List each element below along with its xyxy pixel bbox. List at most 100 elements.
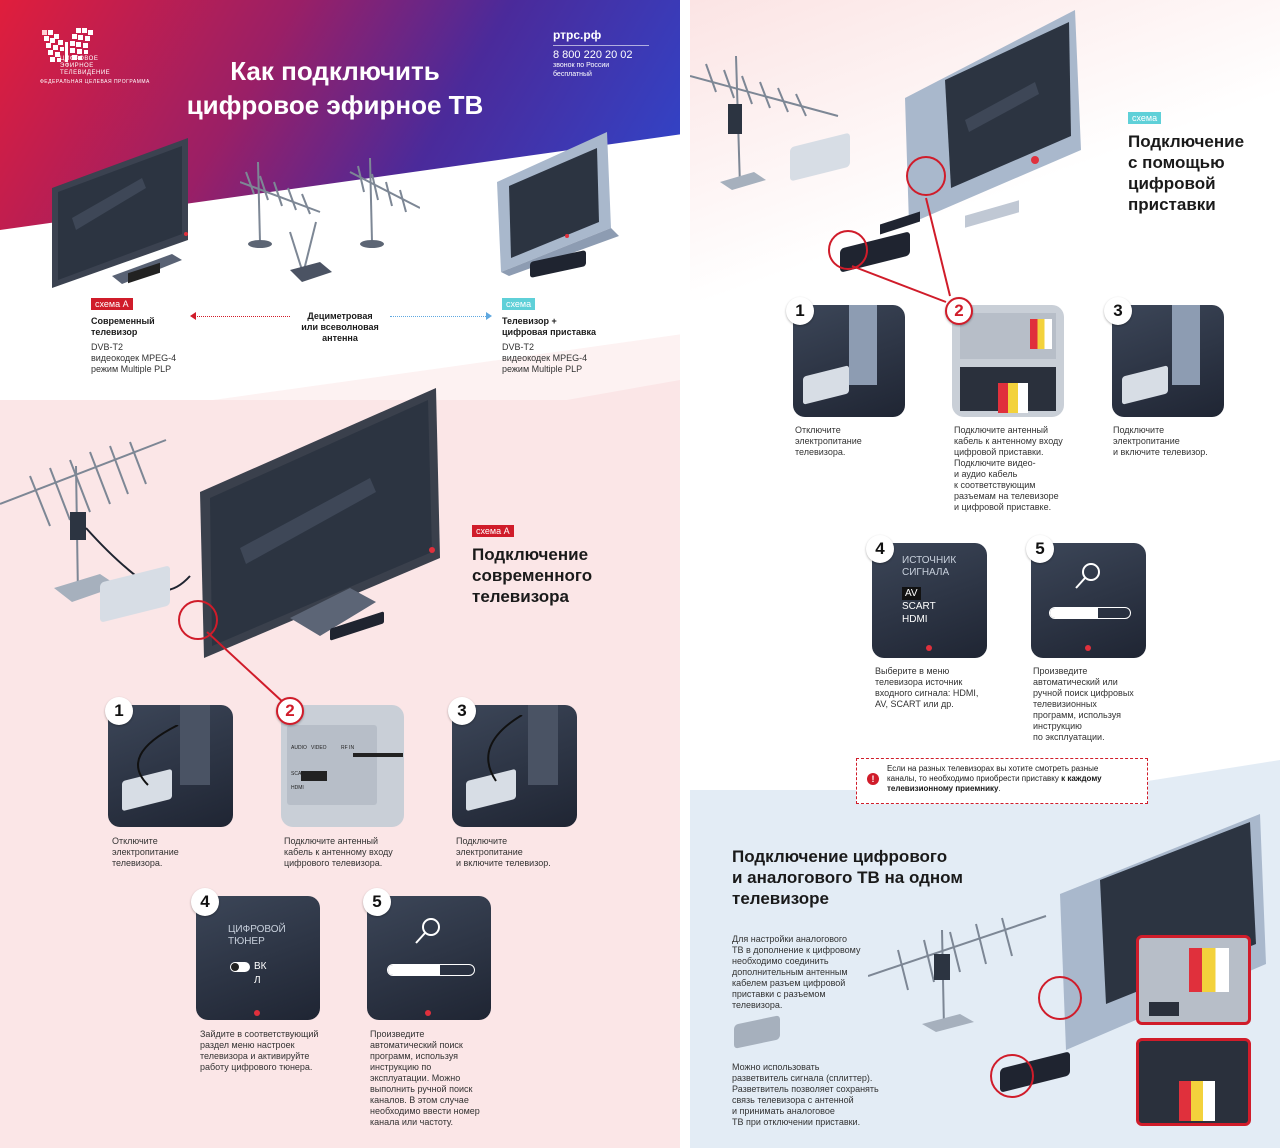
- logo-line1: Цифровое: [60, 56, 99, 62]
- scheme-b-title-line1: Телевизор +: [502, 316, 557, 326]
- scheme-a-step4-text: Зайдите в соответствующий раздел меню на…: [200, 1029, 340, 1073]
- step-text-line: Отключите: [112, 836, 158, 846]
- scheme-b-heading-badge: схема: [1128, 112, 1162, 124]
- logo-line3: телевидение: [60, 70, 111, 76]
- antenna-line2: или всеволновая: [301, 322, 379, 332]
- callout-lines-icon: [851, 197, 951, 303]
- jack-label-scart: SCART: [291, 771, 308, 777]
- search-icon: [415, 918, 440, 944]
- scheme-a-badge: схема А: [91, 298, 133, 310]
- toggle-on-label: ВК: [254, 961, 267, 972]
- step-text-line: и цифровой приставке.: [954, 502, 1052, 512]
- step-text-line: телевизора и активируйте: [200, 1051, 310, 1061]
- butterfly-logo-icon: [42, 28, 93, 62]
- power-led-icon: [254, 1010, 260, 1016]
- overview-antenna: Дециметровая или всеволновая антенна: [290, 311, 390, 344]
- scheme-b-title-line4: приставки: [1128, 195, 1216, 214]
- scheme-b-tv-illustration: [905, 10, 1105, 237]
- toggle-off-label: Л: [254, 975, 261, 986]
- page-title: Как подключить цифровое эфирное ТВ: [150, 54, 520, 122]
- search-progress-bar: [1049, 607, 1131, 619]
- title-line2: цифровое эфирное ТВ: [186, 90, 484, 120]
- scheme-a-title-line2: телевизор: [91, 327, 138, 337]
- arrow-left-line: [194, 316, 290, 317]
- scheme-a-step3-card: [452, 705, 577, 827]
- menu-title-line2: СИГНАЛА: [902, 567, 950, 578]
- site-link[interactable]: ртрс.рф: [553, 28, 602, 42]
- tuner-toggle[interactable]: [230, 962, 250, 972]
- scheme-b-step3-number: 3: [1104, 297, 1132, 325]
- step-text-line: телевизора.: [795, 447, 846, 457]
- splitter-desc-line: и принимать аналоговое: [732, 1106, 835, 1116]
- splitter-desc-line: Можно использовать: [732, 1062, 820, 1072]
- scheme-a-step1-card: [108, 705, 233, 827]
- splitter-description: Можно использовать разветвитель сигнала …: [732, 1062, 902, 1128]
- tv-edge-shape: [849, 305, 877, 385]
- scheme-a-step2-text: Подключите антенный кабель к антенному в…: [284, 836, 424, 869]
- step-text-line: необходимо ввести номер: [370, 1106, 480, 1116]
- step-text-line: телевизионных: [1033, 699, 1097, 709]
- scheme-b-step4-card: ИСТОЧНИК СИГНАЛА AV SCART HDMI: [872, 543, 987, 658]
- socket-icon: [803, 365, 849, 405]
- step-text-line: программ, используя: [1033, 710, 1122, 720]
- jack-label-rf-in: RF IN: [341, 745, 355, 751]
- scheme-b-title-line2: с помощью: [1128, 153, 1225, 172]
- step-text-line: AV, SCART или др.: [875, 699, 954, 709]
- step-text-line: ручной поиск цифровых: [1033, 688, 1134, 698]
- right-panel: схема Подключение с помощью цифровой при…: [690, 0, 1280, 1148]
- scheme-a-antenna-illustration: [0, 436, 200, 631]
- connector-panel: [287, 725, 377, 805]
- step-text-line: инструкцию по: [370, 1062, 432, 1072]
- step-text-line: Произведите: [1033, 666, 1088, 676]
- notice-box: ! Если на разных телевизорах вы хотите с…: [856, 758, 1148, 804]
- warning-icon: !: [867, 773, 879, 785]
- scheme-b-heading: схема Подключение с помощью цифровой при…: [1128, 108, 1278, 215]
- scheme-b-step2-text: Подключите антенный кабель к антенному в…: [954, 425, 1084, 513]
- rca-plug-icon: [998, 383, 1028, 413]
- step-text-line: кабель к антенному входу: [954, 436, 1063, 446]
- menu-item-scart[interactable]: SCART: [902, 601, 936, 612]
- step-text-line: инструкцию: [1033, 721, 1082, 731]
- combo-desc-line: телевизора.: [732, 1000, 783, 1010]
- contacts-divider: [553, 45, 649, 46]
- notice-line2-wrap: каналы, то необходимо приобрести пристав…: [887, 774, 1139, 784]
- arrow-right-icon: [486, 312, 492, 320]
- step-text-line: раздел меню настроек: [200, 1040, 295, 1050]
- combo-desc-line: ТВ в дополнение к цифровому: [732, 945, 861, 955]
- callout-line-icon: [206, 631, 286, 705]
- big-modern-tv-icon: [200, 388, 440, 658]
- menu-item-hdmi[interactable]: HDMI: [902, 614, 928, 625]
- antennas-icon: [239, 157, 421, 282]
- scheme-a-step2-number: 2: [276, 697, 304, 725]
- scheme-a-step5-number: 5: [363, 888, 391, 916]
- scheme-a-spec1: DVB-T2: [91, 342, 124, 352]
- crt-tv-icon: [497, 132, 619, 276]
- scheme-a-title-line2: современного: [472, 566, 593, 585]
- scheme-b-spec1: DVB-T2: [502, 342, 535, 352]
- step-text-line: телевизора.: [112, 858, 163, 868]
- scheme-b-step4-number: 4: [866, 535, 894, 563]
- antenna-cable-icon: [353, 753, 403, 757]
- scheme-b-step3-card: [1112, 305, 1224, 417]
- yagi-antenna-icon: [0, 439, 191, 602]
- menu-item-av[interactable]: AV: [902, 587, 921, 600]
- box-port-highlight-circle: [990, 1054, 1034, 1098]
- step-text-line: разъемам на телевизоре: [954, 491, 1059, 501]
- logo-text: Цифровое эфирное телевидение: [60, 56, 180, 77]
- scheme-b-step2-card: [952, 305, 1064, 417]
- step-text-line: электропитание: [112, 847, 179, 857]
- tv-edge-shape: [180, 705, 210, 785]
- step-text-line: каналов. В этом случае: [370, 1095, 469, 1105]
- combo-title-line1: Подключение цифрового: [732, 847, 948, 866]
- plug-cable-icon: [487, 715, 523, 782]
- phone-number[interactable]: 8 800 220 20 02: [553, 49, 633, 61]
- antenna-line3: антенна: [322, 333, 358, 343]
- step-text-line: автоматический или: [1033, 677, 1118, 687]
- scheme-a-step2-card: AUDIO VIDEO RF IN SCART HDMI: [281, 705, 404, 827]
- logo: Цифровое эфирное телевидение Федеральная…: [40, 26, 149, 85]
- scheme-a-title-line1: Современный: [91, 316, 155, 326]
- crt-tv-illustration: [497, 132, 622, 282]
- power-led-icon: [1085, 645, 1091, 651]
- jack-label-video: VIDEO: [311, 745, 327, 751]
- step-text-line: автоматический поиск: [370, 1040, 463, 1050]
